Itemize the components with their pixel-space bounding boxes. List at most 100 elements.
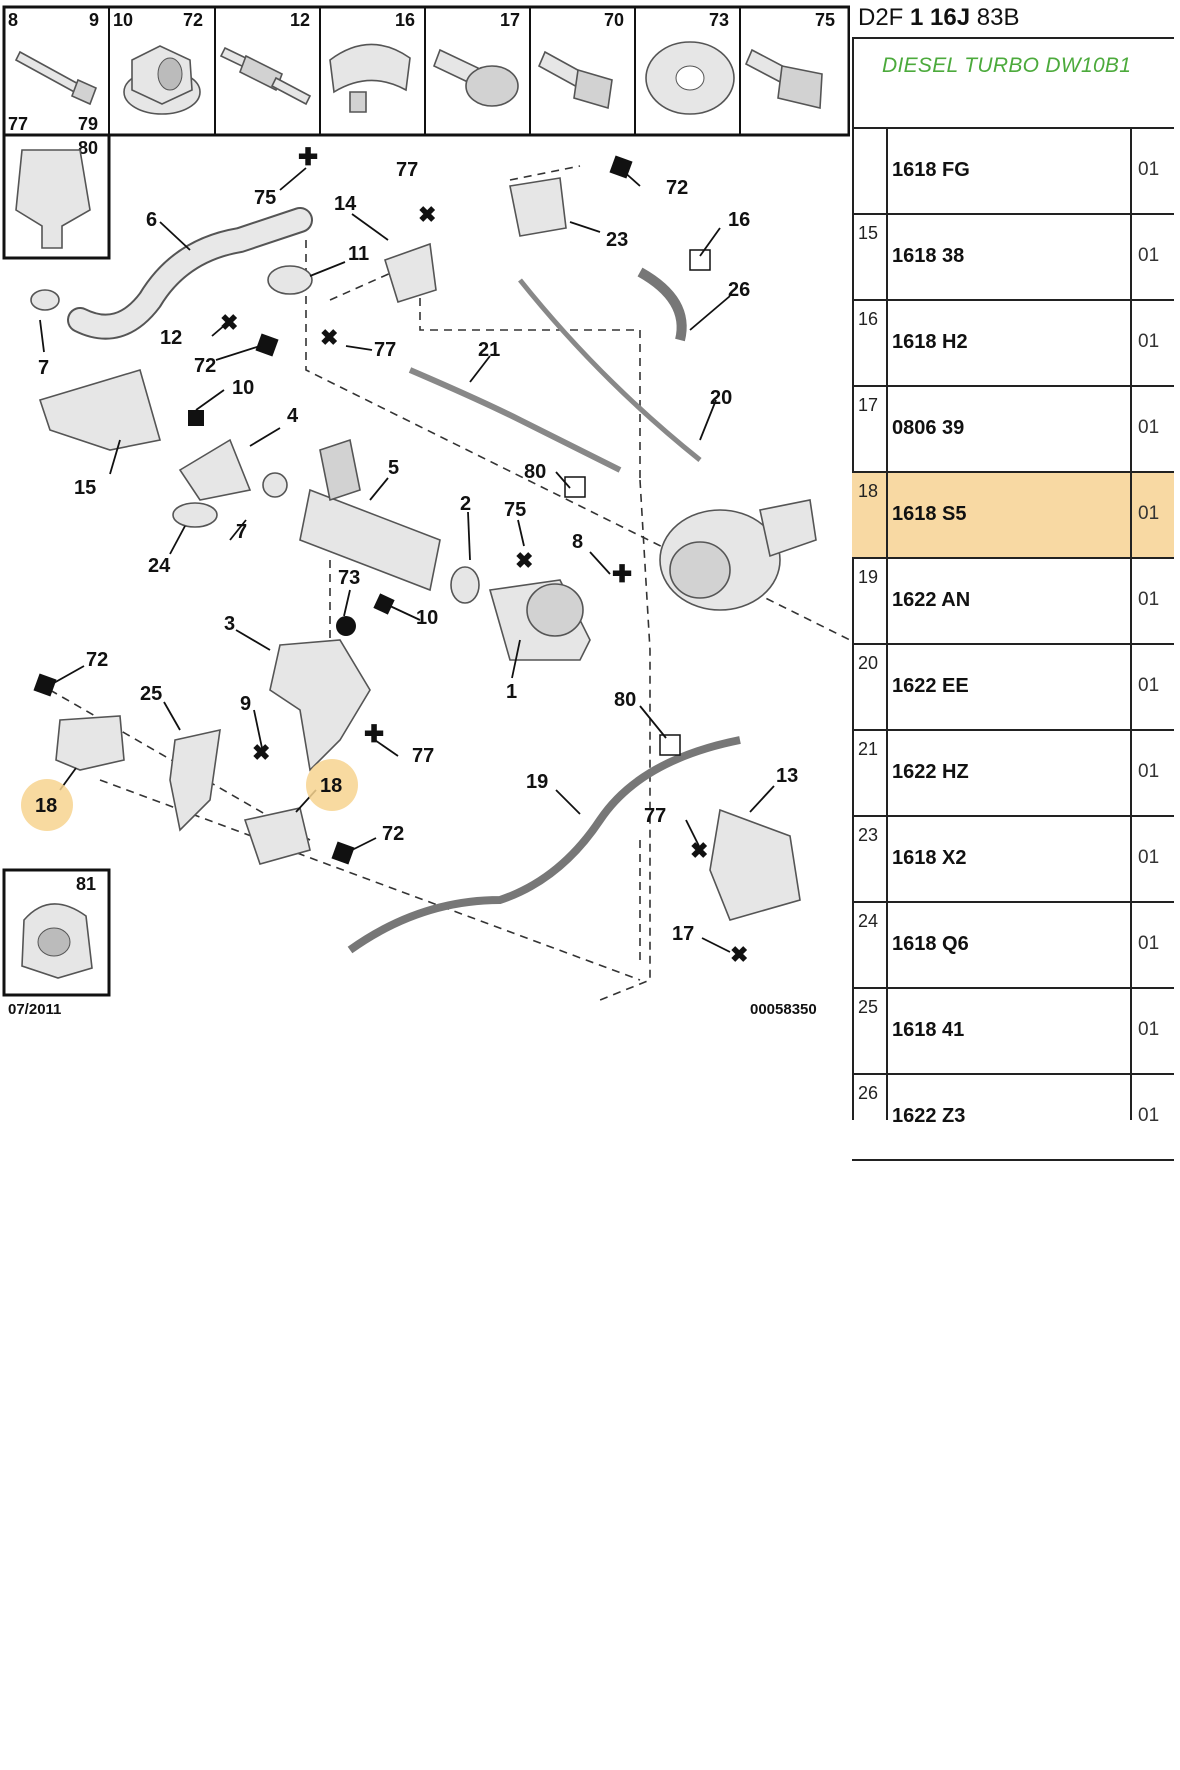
part-number: 1618 X2 [892,846,967,869]
callout: 10 [416,607,438,629]
strip-label-73: 73 [709,10,729,30]
egr-cooler-5 [299,438,441,592]
pressure-sensor-23 [509,177,567,237]
strip-label-79: 79 [78,114,98,134]
part-quantity: 01 [1138,933,1160,954]
part-number: 1622 AN [892,588,971,611]
callout: 9 [240,693,251,715]
long-bolt-icon [14,50,98,106]
heat-shield-15 [38,369,162,451]
flange-nut-icon [123,45,201,115]
turbocharger [659,499,817,611]
bracket-25 [169,728,221,832]
callout: 25 [140,683,162,705]
part-ref-number: 21 [858,739,879,759]
harness-19 [347,736,741,954]
part-ref-number: 24 [858,911,879,931]
part-row[interactable]: 1618 FG 01 [852,127,1174,213]
washer-icon [645,41,735,115]
svg-text:✖: ✖ [418,202,436,227]
callout: 19 [526,771,548,793]
egr-valve-1 [488,579,591,661]
callout: 72 [86,649,108,671]
bracket-14 [384,242,437,304]
diagram-ref-code: 00058350 [750,1001,817,1018]
part-quantity: 01 [1138,417,1160,438]
part-number: 1618 Q6 [892,932,969,955]
header-code-2: 1 [910,4,924,31]
callout: 14 [334,193,357,215]
part-row[interactable]: 21 1622 HZ 01 [852,729,1174,815]
fastener-markers: ✚ ✖ ✖ ✖ ✖ ✚ ✖ ✚ ✖ ✖ [33,144,748,967]
part-quantity: 01 [1138,761,1160,782]
svg-text:✖: ✖ [515,548,533,573]
callout-labels: 6 75 77 14 11 72 23 16 26 7 12 72 77 21 … [35,159,798,945]
callout: 8 [572,531,583,553]
part-ref-number: 23 [858,825,879,845]
callout: 20 [710,387,732,409]
part-number: 1622 HZ [892,760,969,783]
callout: 17 [672,923,694,945]
part-quantity: 01 [1138,503,1160,524]
part-quantity: 01 [1138,245,1160,266]
inset-label-81: 81 [76,874,96,894]
svg-text:✖: ✖ [252,740,270,765]
part-ref-number: 15 [858,223,879,243]
callout: 72 [382,823,404,845]
svg-text:✖: ✖ [320,325,338,350]
callout: 23 [606,229,628,251]
inset-clip-80: 80 [2,133,111,260]
callout-highlight: 18 [320,775,342,797]
callout: 6 [146,209,157,231]
parts-panel: D2F 1 16J 83B DIESEL TURBO DW10B1 1618 F… [852,0,1174,1161]
part-row[interactable]: 24 1618 Q6 01 [852,901,1174,987]
part-number: 1618 FG [892,158,970,181]
svg-text:✖: ✖ [220,310,238,335]
column-divider [886,127,888,1120]
part-number: 1618 41 [892,1018,965,1041]
flange-bolt-icon [432,48,519,107]
callout: 80 [614,689,636,711]
part-quantity: 01 [1138,159,1160,180]
panel-left-border [852,37,854,1120]
stud-icon [219,46,312,106]
part-row[interactable]: 17 0806 39 01 [852,385,1174,471]
strip-label-16: 16 [395,10,415,30]
exploded-parts-diagram: 8 9 10 72 12 16 17 70 73 75 77 79 [2,5,850,1018]
header-code-1: D2F [858,4,904,31]
strip-label-9: 9 [89,10,99,30]
callout: 72 [194,355,216,377]
callout: 10 [232,377,254,399]
svg-text:✚: ✚ [364,721,384,748]
gasket-2 [450,566,480,604]
heat-shield-13 [709,808,801,921]
part-number: 0806 39 [892,416,965,439]
strip-label-12: 12 [290,10,310,30]
egr-pipe [67,207,313,340]
callout: 77 [396,159,418,181]
svg-text:✖: ✖ [690,838,708,863]
gasket-24 [172,502,218,528]
highlight-circle-center [306,759,358,811]
part-ref-number: 20 [858,653,879,673]
engine-subtitle: DIESEL TURBO DW10B1 [882,54,1132,77]
callout: 13 [776,765,798,787]
part-ref-number: 18 [858,481,879,501]
sensor-18-left [55,715,125,771]
part-ref-number: 26 [858,1083,879,1103]
clamp-7-upper [30,289,60,311]
part-quantity: 01 [1138,1019,1160,1040]
gasket-11 [267,265,313,295]
part-ref-number: 17 [858,395,879,415]
part-ref-number: 16 [858,309,879,329]
elbow-4 [178,438,252,501]
leader-lines [39,167,775,953]
